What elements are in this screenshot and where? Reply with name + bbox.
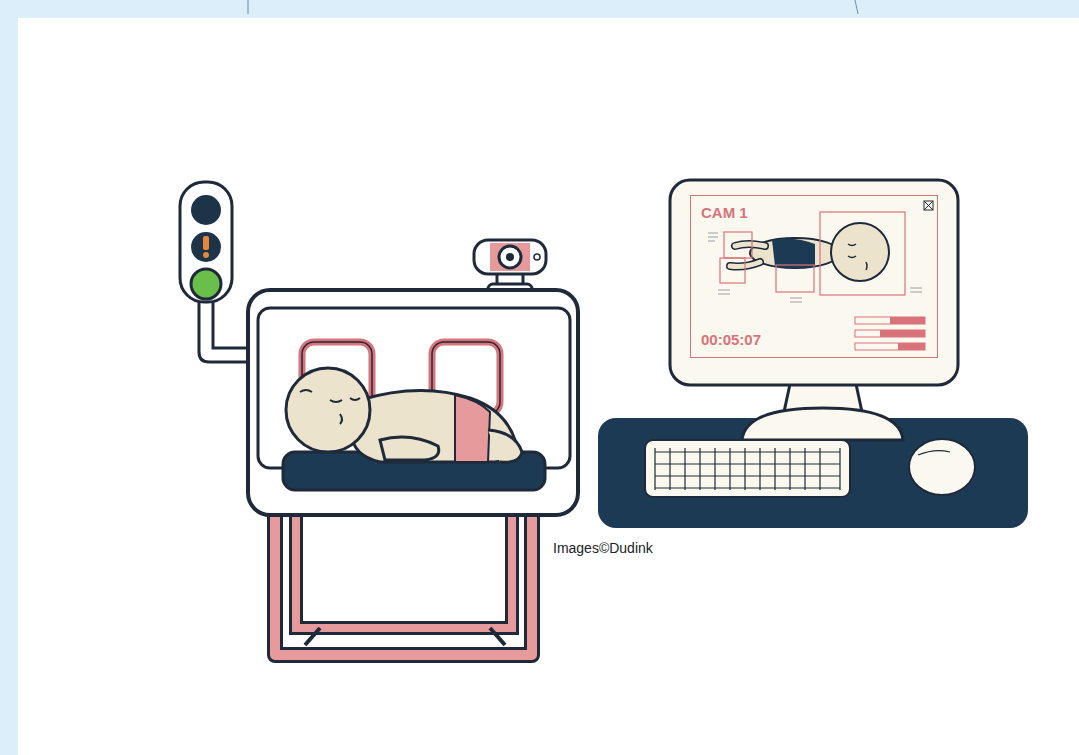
webcam-part: [506, 253, 514, 261]
baby-part: [330, 398, 360, 402]
screen-image-part-part: [776, 265, 814, 292]
screen-image-part-part: [898, 343, 925, 350]
screen-image-part: [831, 223, 889, 281]
page-background-part: [248, 0, 858, 14]
webcam-part: [490, 243, 530, 271]
screen-image-part-part: [718, 290, 730, 294]
traffic-light: [180, 182, 252, 362]
baby-part: [340, 414, 342, 424]
monitor-part: [690, 195, 938, 358]
image-credit: Images©Dudink: [553, 540, 653, 556]
baby-part: [352, 390, 516, 462]
screen-image-part-part: [790, 298, 802, 302]
baby: [286, 368, 522, 462]
keyboard: [645, 440, 850, 497]
traffic-light-part: [203, 236, 209, 250]
screen-image-part: [720, 212, 905, 295]
screen-image-part-part: [720, 258, 745, 283]
traffic-light-part: [203, 252, 209, 258]
keyboard-part-part: [655, 448, 840, 490]
webcam-part: [499, 246, 521, 268]
screen-image-part-part: [855, 317, 925, 324]
webcam-part: [474, 240, 546, 274]
screen-image-part: [855, 317, 925, 350]
camera-screen: CAM 1 00:05:07: [690, 195, 938, 358]
keyboard-part-part: [655, 452, 840, 488]
incubator-stand-part: [305, 628, 505, 645]
keyboard-part: [655, 448, 840, 490]
timer-readout: 00:05:07: [701, 331, 761, 348]
webcam-part: [534, 254, 540, 260]
incubator: [248, 290, 578, 515]
page-background-part: [18, 18, 1079, 755]
mouse: [909, 439, 975, 495]
screen-image-part: [735, 244, 765, 246]
traffic-light-part: [180, 182, 232, 302]
incubator-stand: [275, 512, 532, 655]
incubator-stand-part: [275, 512, 532, 655]
incubator-part: [258, 308, 570, 468]
incubator-stand-part: [296, 512, 512, 628]
screen-image-part: [735, 244, 765, 246]
screen-image-part-part: [855, 343, 925, 350]
screen-image-part-part: [820, 212, 905, 295]
screen-image-part: [772, 239, 815, 268]
page-background: [18, 0, 1079, 755]
screen-image-part-part: [890, 317, 925, 324]
incubator-stand-part: [296, 512, 512, 628]
screen-image-part-part: [910, 288, 922, 292]
monitor: [670, 180, 958, 440]
screen-image-part-part: [855, 330, 925, 337]
screen-image-part: [708, 233, 922, 302]
traffic-light-part: [191, 232, 221, 262]
baby-part: [380, 437, 439, 460]
baby-part: [455, 395, 490, 462]
screen-image-part-part: [880, 330, 925, 337]
incubator-stand-part: [275, 512, 532, 655]
mouse-part: [909, 439, 975, 495]
traffic-light-part: [191, 195, 221, 225]
baby-part: [488, 430, 522, 462]
screen-image-part-part: [724, 232, 752, 258]
screen-image-part: [924, 201, 933, 210]
baby-part: [286, 368, 370, 452]
screen-image-part-part: [708, 233, 718, 241]
screen-image-part: [848, 244, 867, 270]
screen-image-part: [924, 201, 933, 210]
incubator-part: [248, 290, 578, 515]
monitor-part: [670, 180, 958, 385]
camera-label: CAM 1: [701, 204, 748, 221]
monitor-part: [742, 408, 903, 440]
keyboard-part: [645, 440, 850, 497]
traffic-light-part: [191, 269, 221, 299]
traffic-light-part: [199, 298, 252, 362]
mouse-part: [918, 451, 950, 455]
baby-part: [300, 390, 312, 392]
screen-image: [708, 201, 933, 350]
